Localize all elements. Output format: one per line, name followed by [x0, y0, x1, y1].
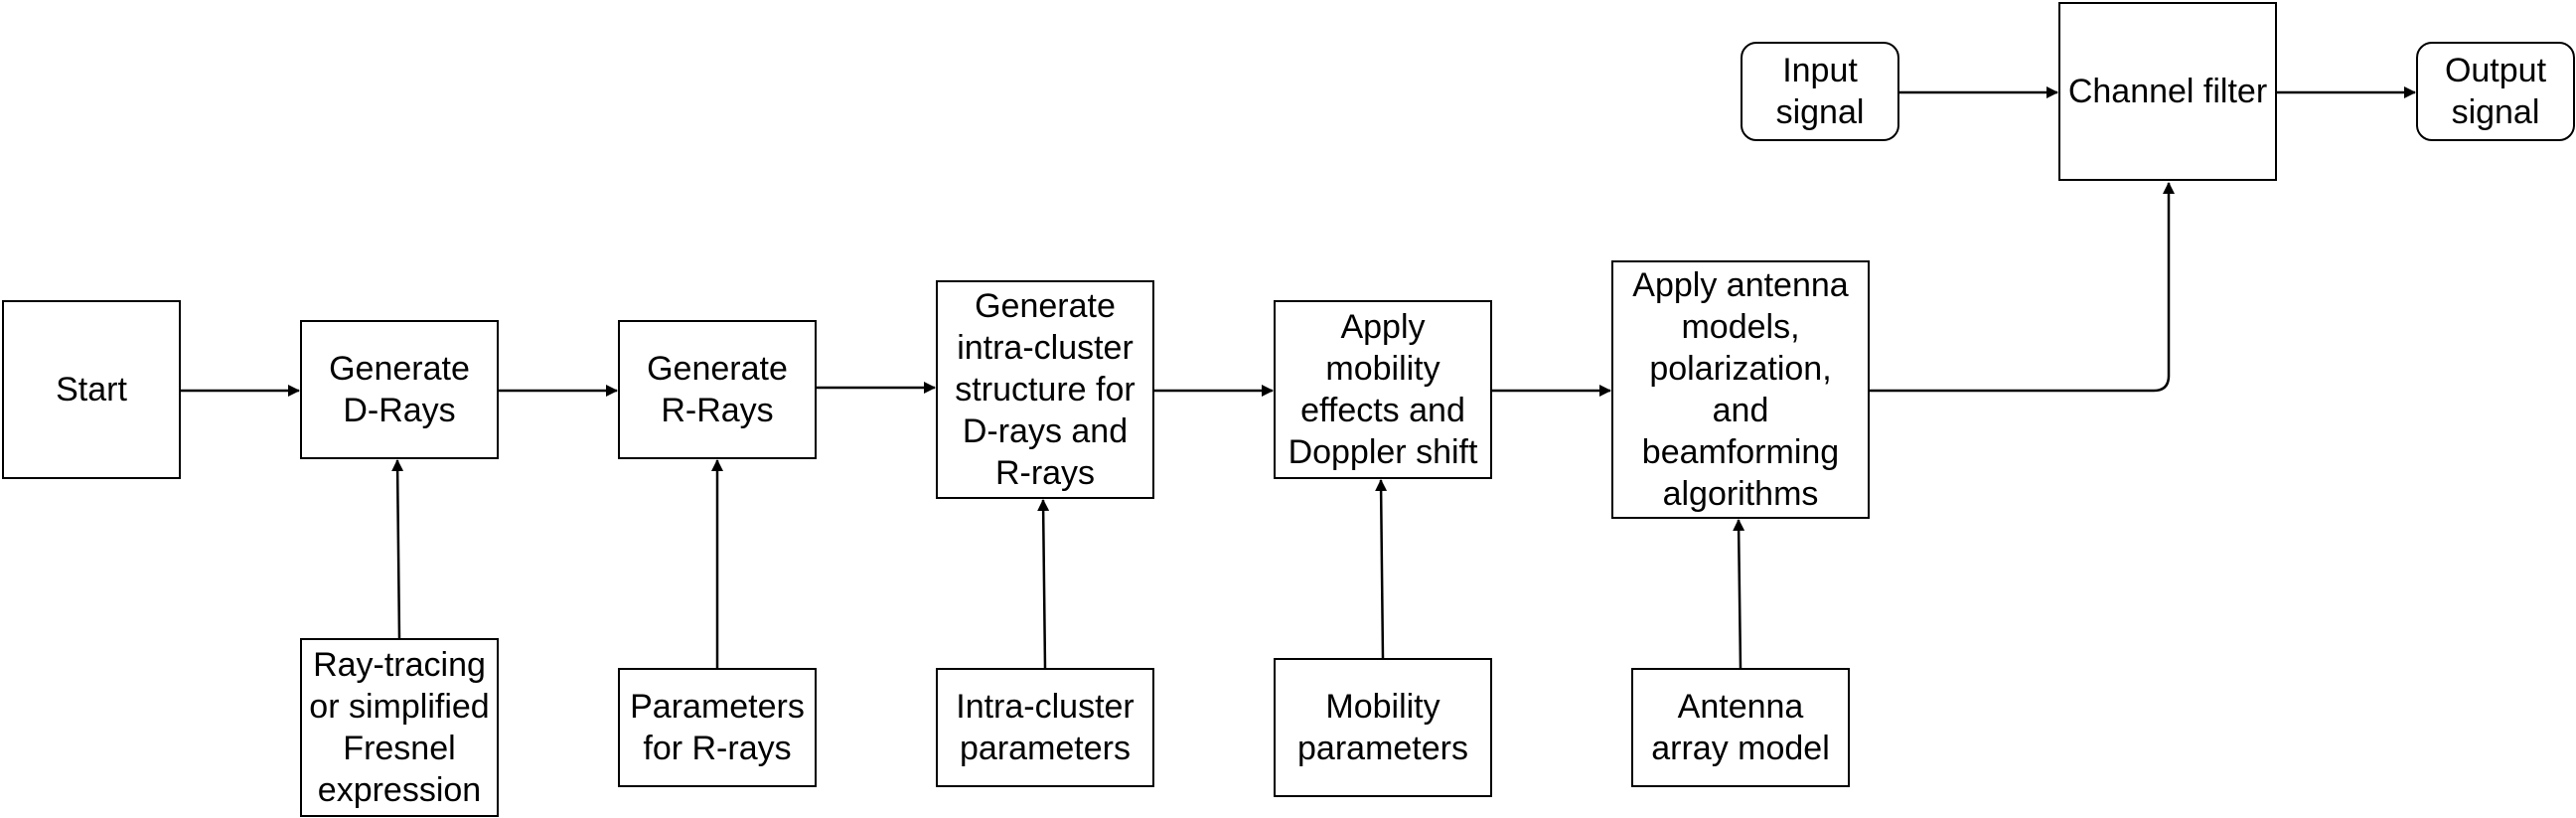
node-channel-filter-label: Channel filter	[2067, 73, 2268, 110]
node-generate-intra-cluster: Generate intra-cluster structure for D-r…	[936, 280, 1154, 499]
arrow-raytracing-to-d-rays	[391, 459, 404, 640]
node-parameters-r-rays: Parameters for R-rays	[618, 668, 817, 787]
node-channel-filter: Channel filter	[2058, 2, 2277, 181]
node-raytracing-label: Ray-tracing or simplified Fresnel expres…	[309, 646, 490, 809]
node-start: Start	[2, 300, 181, 479]
node-output-signal: Output signal	[2416, 42, 2575, 141]
node-apply-mobility-label: Apply mobility effects and Doppler shift	[1288, 308, 1478, 471]
node-generate-r-rays: Generate R-Rays	[618, 320, 817, 459]
arrow-antenna-to-channel-filter	[1870, 182, 2175, 393]
node-start-label: Start	[56, 371, 127, 409]
node-output-signal-label: Output signal	[2444, 52, 2547, 131]
node-intra-cluster-parameters: Intra-cluster parameters	[936, 668, 1154, 787]
node-generate-d-rays: Generate D-Rays	[300, 320, 499, 459]
node-generate-intra-cluster-label: Generate intra-cluster structure for D-r…	[955, 287, 1136, 492]
node-intra-cluster-parameters-label: Intra-cluster parameters	[956, 688, 1135, 767]
node-generate-r-rays-label: Generate R-Rays	[647, 350, 788, 429]
arrow-antenna-model-to-antenna	[1733, 519, 1745, 670]
node-apply-mobility: Apply mobility effects and Doppler shift	[1274, 300, 1492, 479]
node-mobility-parameters-label: Mobility parameters	[1297, 688, 1468, 767]
node-input-signal-label: Input signal	[1775, 52, 1865, 131]
node-generate-d-rays-label: Generate D-Rays	[329, 350, 470, 429]
arrow-mobility-params-to-mobility	[1375, 479, 1388, 660]
node-raytracing: Ray-tracing or simplified Fresnel expres…	[300, 638, 499, 817]
node-apply-antenna: Apply antenna models, polarization, and …	[1611, 260, 1870, 519]
arrow-intra-params-to-intra-cluster	[1037, 499, 1050, 670]
node-apply-antenna-label: Apply antenna models, polarization, and …	[1632, 266, 1849, 513]
node-parameters-r-rays-label: Parameters for R-rays	[630, 688, 805, 767]
node-input-signal: Input signal	[1741, 42, 1899, 141]
node-antenna-array-model: Antenna array model	[1631, 668, 1850, 787]
node-antenna-array-model-label: Antenna array model	[1651, 688, 1830, 767]
node-mobility-parameters: Mobility parameters	[1274, 658, 1492, 797]
